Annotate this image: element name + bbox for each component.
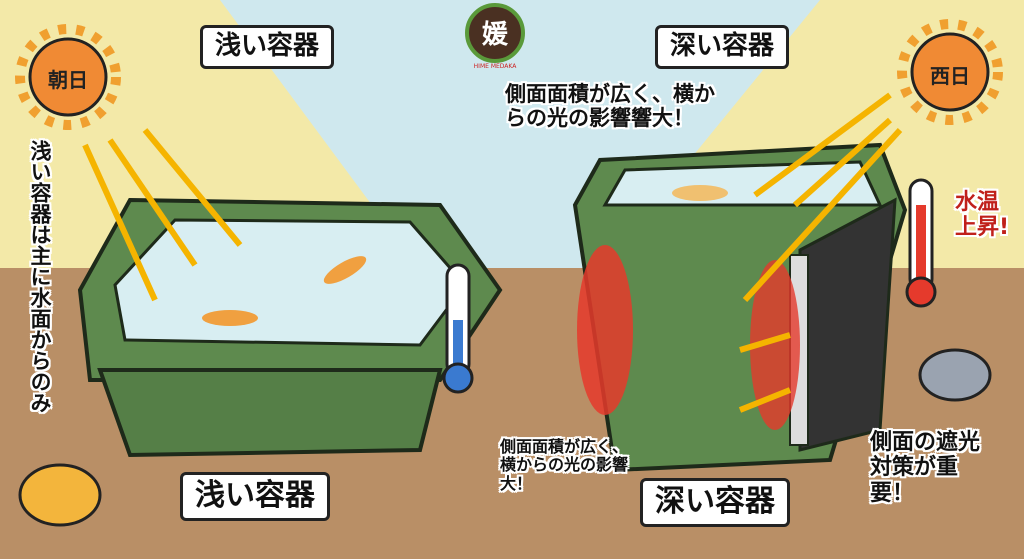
- sun-icon-right: [897, 19, 1003, 125]
- thermometer-icon-cool: [442, 263, 474, 394]
- light-arrows: [82, 92, 903, 413]
- fish: [323, 256, 367, 284]
- thermometer-icon-hot: [905, 178, 937, 308]
- deep-container: [572, 142, 908, 473]
- sun-label-morning: 朝日: [48, 68, 88, 92]
- shallow-title-bottom: 浅い容器: [180, 472, 330, 521]
- deep-title-top: 深い容器: [655, 25, 790, 69]
- heat-zone: [577, 245, 633, 415]
- temp-rise-note: 水温上昇!: [955, 190, 1010, 241]
- deep-note-top: 側面面積が広く、横からの光の影響響大！: [505, 82, 715, 131]
- shallow-note: 浅い容器は主に水面からのみ: [28, 140, 52, 413]
- heat-zone: [750, 260, 800, 430]
- sun-icon-left: [15, 24, 121, 130]
- fish: [672, 185, 728, 201]
- logo: [465, 3, 525, 63]
- logo-text: HIME MEDAKA: [474, 63, 518, 70]
- shallow-title-top: 浅い容器: [200, 25, 335, 69]
- sun-label-evening: 西日: [930, 64, 970, 88]
- fish: [202, 310, 258, 326]
- fish-mascot-icon: [18, 463, 102, 527]
- shade-note: 側面の遮光対策が重要！: [870, 430, 981, 506]
- logo-glyph: 媛: [482, 20, 509, 50]
- deep-note-bottom: 側面面積が広く、横からの光の影響大！: [500, 437, 629, 493]
- deep-title-bottom: 深い容器: [640, 478, 790, 527]
- fish-mascot-icon: [918, 348, 992, 402]
